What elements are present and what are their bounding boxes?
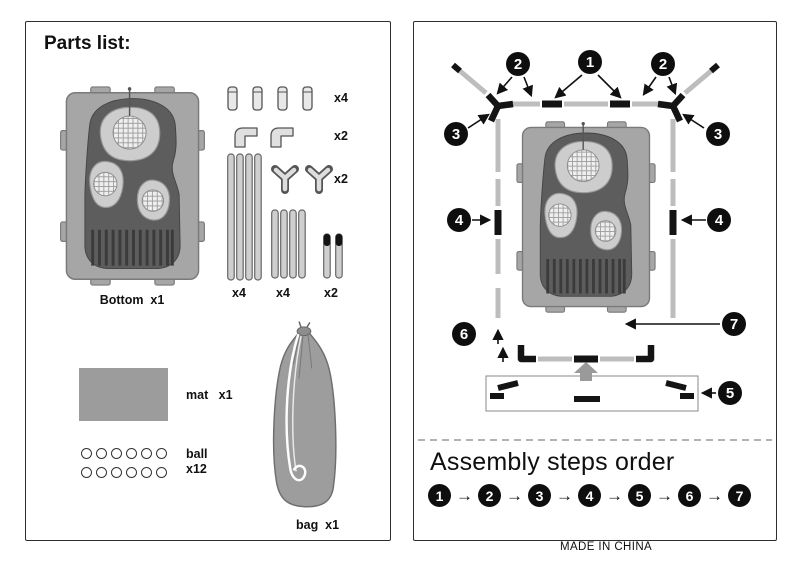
- callout-4-left: 4: [447, 208, 471, 232]
- ball-icon: [156, 448, 167, 459]
- elbow-connector-icons: [234, 127, 294, 148]
- ball-row-1: [81, 448, 167, 459]
- ball-icon: [141, 448, 152, 459]
- mat-swatch: [79, 368, 168, 421]
- step-arrow-icon: →: [506, 486, 523, 505]
- ball-label: ball: [186, 447, 208, 461]
- callout-6: 6: [452, 322, 476, 346]
- callout-3-left: 3: [444, 122, 468, 146]
- mid-poles-qty: x4: [276, 286, 290, 300]
- ball-icon: [81, 467, 92, 478]
- mat-label: mat x1: [186, 388, 233, 402]
- long-pole-icons: [227, 153, 262, 281]
- mid-pole-icons: [271, 209, 306, 279]
- callout-2-left: 2: [506, 52, 530, 76]
- step-5-badge: 5: [628, 484, 651, 507]
- ball-icon: [141, 467, 152, 478]
- ball-qty: x12: [186, 462, 207, 476]
- callout-arrows: [467, 74, 720, 399]
- corner-connectors: [485, 92, 686, 123]
- diagonal-poles: [451, 62, 720, 95]
- bottom-label: Bottom x1: [99, 293, 165, 307]
- drawstring: [285, 333, 307, 482]
- assembly-panel: 1 2 2 3 3 4 4 6 7 5 Assembly steps order…: [413, 21, 777, 541]
- base-bracket: [517, 345, 655, 363]
- mat-illustration: [516, 121, 656, 313]
- step-6-badge: 6: [678, 484, 701, 507]
- ball-icon: [81, 448, 92, 459]
- flag-pin: [127, 87, 132, 117]
- bottom-mat-illustration: [60, 86, 205, 286]
- bag-label: bag x1: [296, 518, 340, 532]
- callout-5: 5: [718, 381, 742, 405]
- step-arrow-icon: →: [556, 486, 573, 505]
- tees-qty: x2: [334, 172, 348, 186]
- ball-icon: [111, 467, 122, 478]
- ball-icon: [96, 467, 107, 478]
- parts-list-title: Parts list:: [44, 33, 131, 54]
- elbows-qty: x2: [334, 129, 348, 143]
- capped-poles-qty: x2: [324, 286, 338, 300]
- assembly-diagram: [418, 62, 772, 441]
- step-arrow-icon: →: [606, 486, 623, 505]
- step-arrow-icon: →: [706, 486, 723, 505]
- step-2-badge: 2: [478, 484, 501, 507]
- step-7-badge: 7: [728, 484, 751, 507]
- side-rails: [494, 119, 677, 318]
- callout-3-right: 3: [706, 122, 730, 146]
- step-3-badge: 3: [528, 484, 551, 507]
- ball-icon: [156, 467, 167, 478]
- ball-icon: [126, 467, 137, 478]
- long-poles-qty: x4: [232, 286, 246, 300]
- assembly-steps-row: 1 → 2 → 3 → 4 → 5 → 6 → 7: [428, 484, 766, 507]
- step-arrow-icon: →: [456, 486, 473, 505]
- callout-4-right: 4: [707, 208, 731, 232]
- callout-2-right: 2: [651, 52, 675, 76]
- step-4-badge: 4: [578, 484, 601, 507]
- bag-illustration: [272, 321, 337, 508]
- parts-list-panel: Parts list: Bottom x1: [25, 21, 391, 541]
- pegs-qty: x4: [334, 91, 348, 105]
- callout-7: 7: [722, 312, 746, 336]
- assembly-steps-heading: Assembly steps order: [430, 448, 675, 476]
- step-arrow-icon: →: [656, 486, 673, 505]
- step-1-badge: 1: [428, 484, 451, 507]
- folded-base-box: [485, 375, 699, 412]
- callout-1: 1: [578, 50, 602, 74]
- ball-row-2: [81, 467, 167, 478]
- ball-icon: [96, 448, 107, 459]
- capped-pole-icons: [323, 233, 343, 279]
- ramp-stripes: [91, 229, 174, 266]
- hole-nets: [93, 115, 165, 212]
- peg-icons: [227, 86, 313, 111]
- ball-icon: [126, 448, 137, 459]
- lift-arrow: [574, 362, 598, 381]
- tee-connector-icons: [271, 165, 333, 194]
- made-in-china-label: MADE IN CHINA: [556, 541, 657, 553]
- ball-icon: [111, 448, 122, 459]
